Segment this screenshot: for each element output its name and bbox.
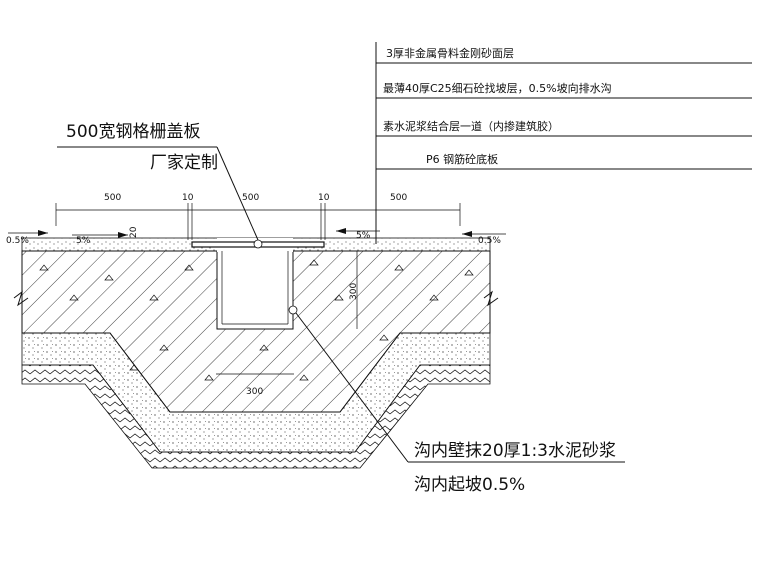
slope-inner-left: 5%: [76, 236, 91, 246]
slope-edge-right: 0.5%: [478, 236, 501, 246]
grating-cover-label: 500宽钢格栅盖板: [66, 122, 200, 142]
dim-gap-left: 10: [182, 193, 194, 203]
layer-label-2: 最薄40厚C25细石砼找坡层，0.5%坡向排水沟: [383, 81, 612, 95]
trench-channel: [216, 251, 294, 330]
layer-label-3: 素水泥浆结合层一道（内掺建筑胶）: [383, 119, 559, 133]
dim-depth-300: 300: [349, 283, 359, 300]
layer-label-4: P6 钢筋砼底板: [426, 152, 498, 166]
break-line-left: [13, 290, 29, 307]
dim-left-span: 500: [104, 193, 121, 203]
wall-plaster-label: 沟内壁抹20厚1:3水泥砂浆: [414, 441, 616, 461]
layer-label-1: 3厚非金属骨料金刚砂面层: [386, 46, 514, 60]
dim-width-300: 300: [246, 387, 263, 397]
slope-inner-right: 5%: [356, 231, 371, 241]
manufacturer-label: 厂家定制: [150, 153, 218, 173]
trench-slope-label: 沟内起坡0.5%: [414, 475, 525, 495]
dim-small-20: 20: [129, 226, 139, 238]
concrete-base-slab: [21, 250, 491, 413]
break-line-right: [483, 290, 499, 307]
wall-marker-circle: [288, 305, 298, 315]
dim-center-span: 500: [242, 193, 259, 203]
aggregate-marks: [39, 259, 474, 381]
grating-marker-circle: [253, 239, 263, 249]
dim-gap-right: 10: [318, 193, 330, 203]
dim-right-span: 500: [390, 193, 407, 203]
slope-edge-left: 0.5%: [6, 236, 29, 246]
